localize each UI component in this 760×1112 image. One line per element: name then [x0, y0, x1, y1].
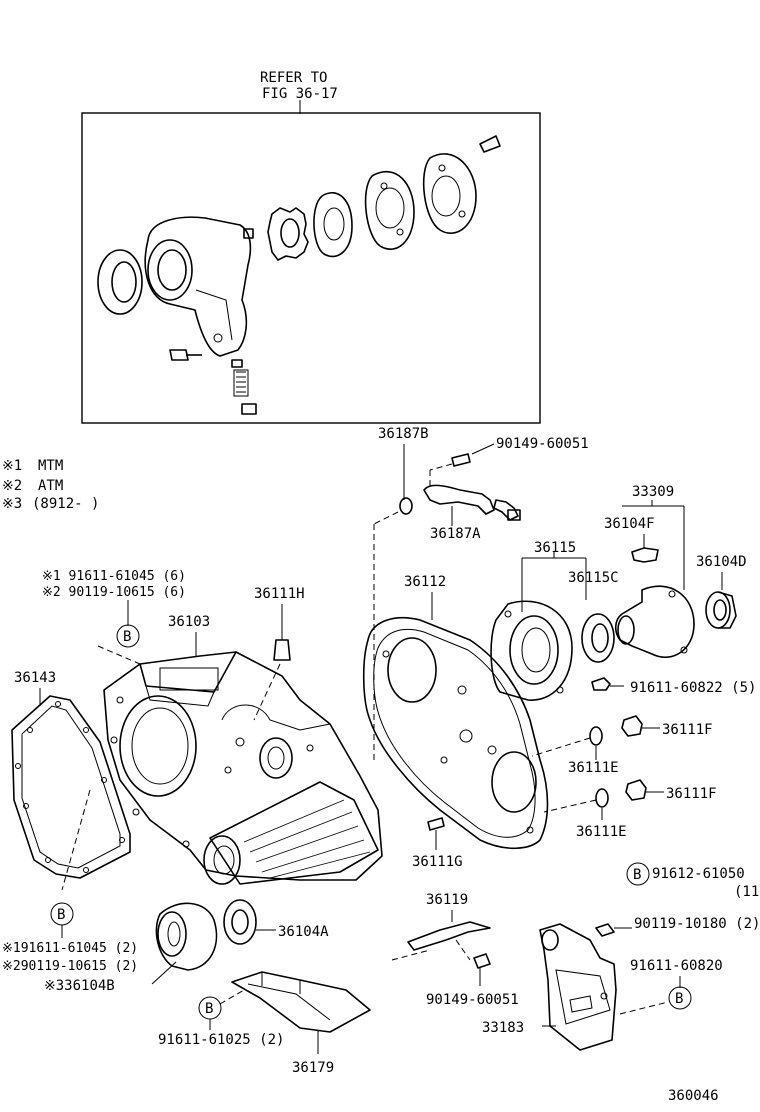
clamp-36119 — [407, 921, 491, 951]
label-36115: 36115 — [534, 540, 576, 556]
label-90119-10180: 90119-10180 (2) — [634, 916, 760, 932]
label-90149-60051-top: 90149-60051 — [496, 436, 589, 452]
reference-box — [81, 112, 541, 424]
plug-36111F-2 — [625, 779, 647, 801]
legend-text-3: (8912- ) — [32, 496, 99, 512]
ref-B-circle-mount — [668, 986, 692, 1010]
label-36103: 36103 — [168, 614, 210, 630]
bolt-note-2: ※2 90119-10615 (6) — [42, 585, 186, 600]
label-90149-60051-bottom: 90149-60051 — [426, 992, 519, 1008]
ref-B-mount: B — [675, 991, 683, 1007]
label-36179: 36179 — [292, 1060, 334, 1076]
legend-text-1: MTM — [38, 458, 63, 474]
label-91611-60822: 91611-60822 (5) — [630, 680, 756, 696]
ref-B-lower: B — [57, 907, 65, 923]
o-ring-36187B — [399, 497, 413, 515]
lower-left-note-2: ※290119-10615 (2) — [2, 959, 138, 974]
gasket-36111E-2 — [595, 788, 609, 808]
bushing-36104D — [705, 591, 737, 629]
gasket-36111E-1 — [589, 726, 603, 746]
label-36104D: 36104D — [696, 554, 747, 570]
plug-36111H — [273, 639, 291, 661]
label-36115C: 36115C — [568, 570, 619, 586]
label-91612-61050-qty: (11 — [734, 884, 759, 900]
transmission-mount-33183 — [539, 923, 617, 1051]
gasket-36143 — [11, 695, 131, 879]
label-33309: 33309 — [632, 484, 674, 500]
transfer-case-36103 — [103, 651, 383, 885]
label-33183: 33183 — [482, 1020, 524, 1036]
label-91612-61050: 91612-61050 — [652, 866, 745, 882]
lower-left-note-1: ※191611-61045 (2) — [2, 941, 138, 956]
refer-fig-label: FIG 36-17 — [262, 86, 338, 102]
label-91611-61025: 91611-61025 (2) — [158, 1032, 284, 1048]
label-36119: 36119 — [426, 892, 468, 908]
bearing-36104B — [155, 902, 218, 971]
ref-B-upper: B — [123, 629, 131, 645]
legend-mark-1: ※1 — [2, 458, 22, 474]
label-36187B: 36187B — [378, 426, 429, 442]
label-36111F-1: 36111F — [662, 722, 713, 738]
extension-housing-33309 — [614, 585, 695, 659]
legend-mark-2: ※2 — [2, 478, 22, 494]
bolt-note-1: ※1 91611-61045 (6) — [42, 569, 186, 584]
label-36104A: 36104A — [278, 924, 329, 940]
label-36104F: 36104F — [604, 516, 655, 532]
oil-pump-assembly — [97, 135, 501, 415]
ref-B-right: B — [633, 867, 641, 883]
label-36111H: 36111H — [254, 586, 305, 602]
ref-B-bottom: B — [205, 1001, 213, 1017]
retainer-36115 — [490, 600, 573, 701]
label-36143: 36143 — [14, 670, 56, 686]
legend-text-2: ATM — [38, 478, 63, 494]
label-36187A: 36187A — [430, 526, 481, 542]
label-36111F-2: 36111F — [666, 786, 717, 802]
label-36111G: 36111G — [412, 854, 463, 870]
figure-number: 360046 — [668, 1088, 719, 1104]
breather-pipe-36187A — [423, 484, 521, 521]
plug-36111F-1 — [621, 715, 643, 737]
transfer-case-36112 — [362, 617, 549, 850]
label-36112: 36112 — [404, 574, 446, 590]
pin-36111G — [427, 817, 445, 831]
cover-36179 — [231, 971, 371, 1033]
seal-36104A — [223, 899, 257, 945]
seal-36115C — [581, 613, 615, 663]
refer-to-label: REFER TO — [260, 70, 327, 86]
label-91611-60820: 91611-60820 — [630, 958, 723, 974]
label-36104B: ※336104B — [44, 978, 115, 994]
label-36111E-2: 36111E — [576, 824, 627, 840]
ref-B-circle-right — [626, 862, 650, 886]
ref-B-circle-upper — [116, 624, 140, 648]
legend-mark-3: ※3 — [2, 496, 22, 512]
label-36111E-1: 36111E — [568, 760, 619, 776]
